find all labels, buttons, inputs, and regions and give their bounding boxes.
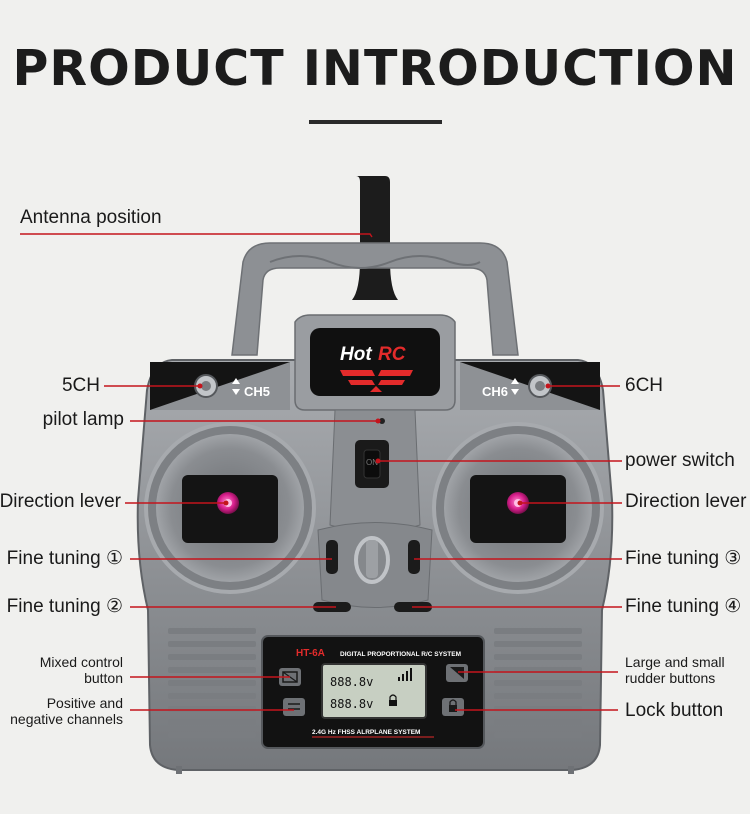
brand-rc: RC: [378, 344, 406, 365]
brand-hot: Hot: [340, 344, 372, 365]
panel-bottom-text: 2.4G Hz FHSS ALRPLANE SYSTEM: [312, 729, 420, 736]
label-fine-tuning-3: Fine tuning ③: [625, 548, 742, 569]
rudder-button[interactable]: [450, 667, 464, 679]
brand-wings-icon: [340, 370, 413, 392]
ch5-arrows-icon: [232, 378, 240, 395]
leader-dots: [197, 383, 551, 506]
lcd-line-1: 888.8v: [330, 675, 373, 689]
label-lock-button: Lock button: [625, 700, 724, 721]
label-fine-tuning-4: Fine tuning ④: [625, 596, 742, 617]
ch6-arrows-icon: [511, 378, 519, 395]
carry-handle: [231, 242, 519, 356]
label-large-small-rudder: Large and small rudder buttons: [625, 654, 725, 686]
model-name: HT-6A: [296, 648, 325, 659]
antenna: [352, 176, 398, 300]
label-mixed-control: Mixed control button: [39, 654, 123, 686]
page-title: PRODUCT INTRODUCTION: [12, 40, 738, 97]
label-6ch: 6CH: [625, 375, 664, 396]
label-positive-negative: Positive and negative channels: [10, 695, 123, 727]
ch5-mark: CH5: [244, 384, 270, 399]
ch6-switch[interactable]: [528, 374, 552, 398]
label-pilot-lamp: pilot lamp: [42, 409, 124, 430]
label-fine-tuning-1: Fine tuning ①: [6, 548, 123, 569]
positive-negative-button[interactable]: [288, 703, 300, 710]
power-mark: ON: [366, 458, 378, 467]
lcd-lock-icon: [389, 694, 397, 706]
label-direction-lever-right: Direction lever: [625, 491, 747, 512]
panel-title: DIGITAL PROPORTIONAL R/C SYSTEM: [340, 651, 461, 658]
power-switch[interactable]: [363, 449, 381, 479]
ch6-mark: CH6: [482, 384, 508, 399]
lock-button[interactable]: [449, 699, 457, 712]
pilot-lamp: [379, 418, 385, 424]
label-direction-lever-left: Direction lever: [0, 491, 121, 512]
label-5ch: 5CH: [61, 375, 100, 396]
label-antenna-position: Antenna position: [20, 207, 162, 228]
leader-lines: [20, 233, 622, 711]
lcd-signal-icon: [398, 668, 412, 681]
neck-strap-hook: [354, 536, 390, 584]
label-fine-tuning-2: Fine tuning ②: [6, 596, 123, 617]
label-power-switch: power switch: [625, 450, 735, 471]
lcd-line-2: 888.8v: [330, 697, 373, 711]
title-underline: [309, 120, 442, 124]
